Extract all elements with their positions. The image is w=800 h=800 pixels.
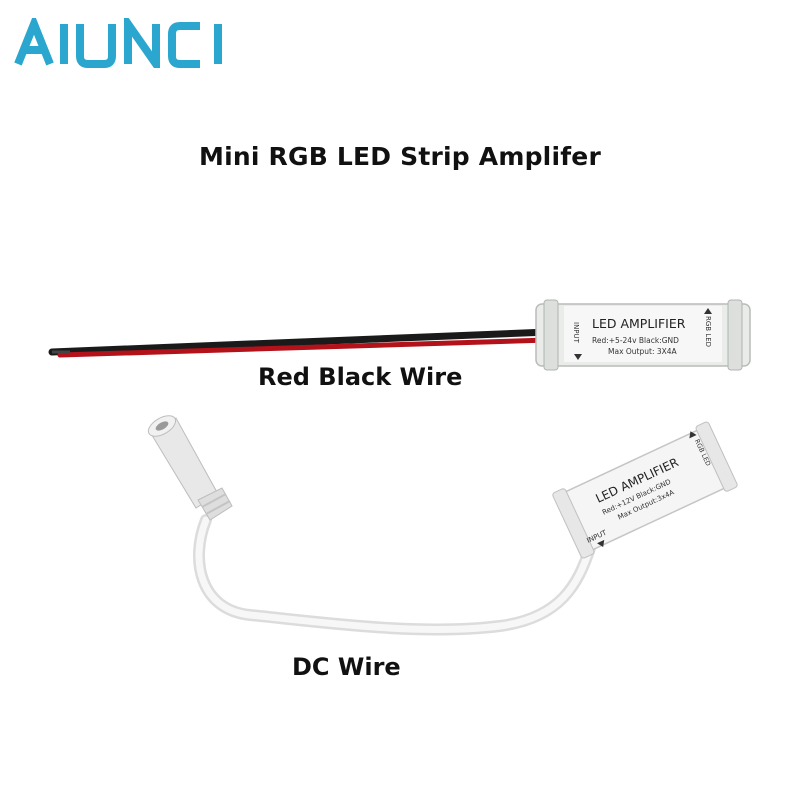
page-title: Mini RGB LED Strip Amplifer xyxy=(199,142,601,171)
amplifier-module-flat: LED AMPLIFIER Red:+5-24v Black:GND Max O… xyxy=(535,299,751,371)
brand-logo xyxy=(14,18,222,68)
caption-dc-wire: DC Wire xyxy=(292,653,401,681)
side-input: INPUT xyxy=(572,322,580,344)
side-output: RGB LED xyxy=(704,316,712,347)
amplifier-module-dc: LED AMPLIFIER Red:+12V Black:GND Max Out… xyxy=(552,421,738,559)
caption-red-black-wire: Red Black Wire xyxy=(258,363,463,391)
dc-cable xyxy=(193,514,596,636)
label-line1: Red:+5-24v Black:GND xyxy=(592,336,679,345)
dc-barrel-connector xyxy=(147,415,233,521)
label-line2: Max Output: 3X4A xyxy=(608,347,678,356)
red-black-wire xyxy=(48,328,552,358)
label-title: LED AMPLIFIER xyxy=(592,316,686,331)
